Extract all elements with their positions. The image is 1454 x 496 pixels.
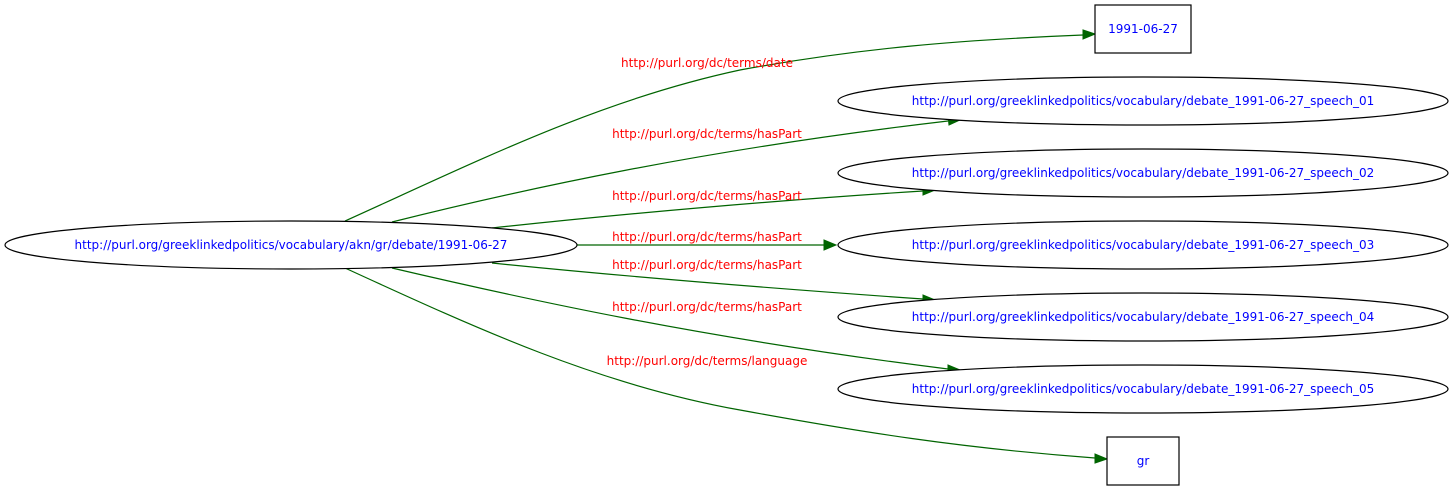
node-label-speech-03: http://purl.org/greeklinkedpolitics/voca… bbox=[912, 238, 1374, 252]
arrowhead bbox=[823, 239, 838, 251]
edge-line bbox=[344, 267, 1096, 459]
edge-label-language: http://purl.org/dc/terms/language bbox=[607, 354, 808, 368]
node-debate: http://purl.org/greeklinkedpolitics/voca… bbox=[4, 220, 578, 270]
node-ellipse bbox=[4, 220, 578, 270]
node-ellipse bbox=[837, 148, 1449, 198]
edge-line bbox=[344, 34, 1084, 222]
node-ellipse bbox=[837, 220, 1449, 270]
edge-language: http://purl.org/dc/terms/language bbox=[344, 267, 1109, 464]
edge-line bbox=[391, 120, 949, 223]
node-date-literal: 1991-06-27 bbox=[1094, 4, 1192, 54]
node-label-speech-01: http://purl.org/greeklinkedpolitics/voca… bbox=[912, 94, 1374, 108]
node-speech-05: http://purl.org/greeklinkedpolitics/voca… bbox=[837, 364, 1449, 414]
node-label-speech-02: http://purl.org/greeklinkedpolitics/voca… bbox=[912, 166, 1374, 180]
edge-line bbox=[491, 190, 924, 229]
node-label-speech-05: http://purl.org/greeklinkedpolitics/voca… bbox=[912, 382, 1374, 396]
edge-haspart-04: http://purl.org/dc/terms/hasPart bbox=[491, 258, 937, 305]
node-label-date: 1991-06-27 bbox=[1108, 22, 1178, 36]
edge-date: http://purl.org/dc/terms/date bbox=[344, 29, 1097, 222]
edge-label-haspart-03: http://purl.org/dc/terms/hasPart bbox=[612, 230, 802, 244]
edge-line bbox=[491, 262, 924, 300]
edge-label-haspart-05: http://purl.org/dc/terms/hasPart bbox=[612, 300, 802, 314]
node-box bbox=[1106, 436, 1180, 486]
edge-label-haspart-04: http://purl.org/dc/terms/hasPart bbox=[612, 258, 802, 272]
edge-haspart-03: http://purl.org/dc/terms/hasPart bbox=[577, 230, 838, 251]
arrowhead bbox=[1082, 29, 1097, 40]
edge-label-haspart-01: http://purl.org/dc/terms/hasPart bbox=[612, 127, 802, 141]
arrowhead bbox=[1094, 453, 1109, 464]
node-label-speech-04: http://purl.org/greeklinkedpolitics/voca… bbox=[912, 310, 1374, 324]
node-ellipse bbox=[837, 292, 1449, 342]
node-speech-03: http://purl.org/greeklinkedpolitics/voca… bbox=[837, 220, 1449, 270]
node-box bbox=[1094, 4, 1192, 54]
edge-label-haspart-02: http://purl.org/dc/terms/hasPart bbox=[612, 189, 802, 203]
node-label-language: gr bbox=[1137, 454, 1150, 468]
edge-haspart-02: http://purl.org/dc/terms/hasPart bbox=[491, 185, 937, 229]
node-ellipse bbox=[837, 76, 1449, 126]
node-language-literal: gr bbox=[1106, 436, 1180, 486]
node-label-debate: http://purl.org/greeklinkedpolitics/voca… bbox=[75, 238, 508, 252]
edge-label-date: http://purl.org/dc/terms/date bbox=[621, 56, 793, 70]
node-ellipse bbox=[837, 364, 1449, 414]
node-speech-04: http://purl.org/greeklinkedpolitics/voca… bbox=[837, 292, 1449, 342]
node-speech-02: http://purl.org/greeklinkedpolitics/voca… bbox=[837, 148, 1449, 198]
edge-line bbox=[391, 267, 949, 370]
node-speech-01: http://purl.org/greeklinkedpolitics/voca… bbox=[837, 76, 1449, 126]
